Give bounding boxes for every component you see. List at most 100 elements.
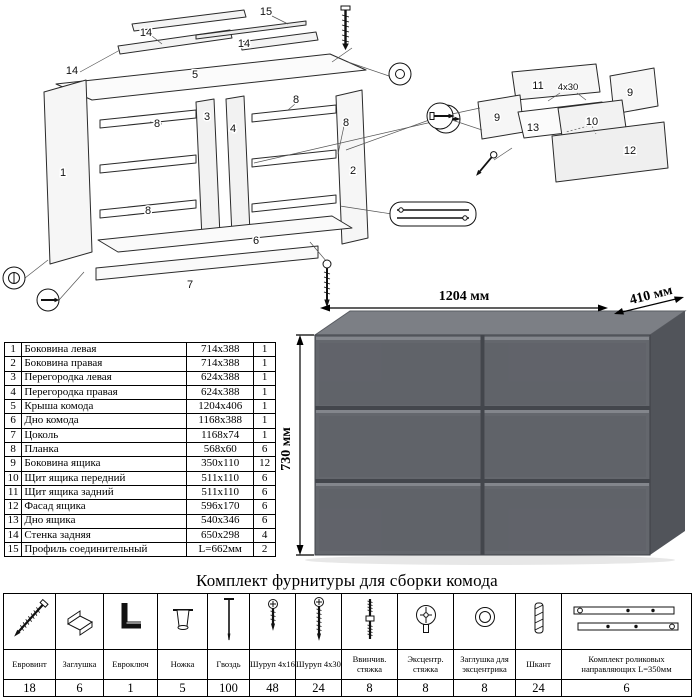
hardware-icon-cell: [55, 593, 104, 650]
hardware-icon-cell: [249, 593, 296, 650]
part-qty: 2: [253, 542, 276, 558]
hardware-icon-cell: [103, 593, 158, 650]
part-number: 15: [3, 542, 23, 558]
part-label-8: 8: [293, 94, 299, 106]
hardware-qty: 18: [3, 679, 56, 697]
hardware-name: Ножка: [157, 649, 208, 680]
part-label-8: 8: [343, 117, 349, 129]
drawer-hardware: [426, 102, 498, 176]
hardware-qty: 48: [249, 679, 296, 697]
hardware-name: Заглушка: [55, 649, 104, 680]
screw-long-icon: [313, 597, 324, 641]
part-qty: 1: [253, 370, 276, 386]
hardware-qty: 8: [341, 679, 398, 697]
part-label-5: 5: [192, 69, 198, 81]
hardware-qty: 100: [207, 679, 250, 697]
part-size: 714x388: [186, 341, 255, 358]
part-qty: 1: [253, 427, 276, 444]
part-number: 9: [3, 456, 23, 472]
part-label-8: 8: [154, 118, 160, 130]
depth-dimension: 410 мм: [614, 283, 684, 315]
part-size: 511x110: [186, 470, 255, 486]
part-number: 3: [3, 370, 23, 386]
part-name: Боковина ящика: [21, 456, 188, 472]
part-name: Профиль соединительный: [21, 542, 188, 558]
drawer-exploded-view: [477, 63, 669, 183]
part-size: 511x110: [186, 484, 255, 501]
part-name: Дно ящика: [21, 513, 188, 529]
hardware-icon-cell: [157, 593, 208, 650]
part-labels: 15 14 14 14 5 1 2 3 4 8 8 8 8 6 7: [58, 5, 357, 293]
drawer-back-panel: [511, 63, 601, 101]
screw-size-note: 4x30: [558, 82, 579, 93]
plinth: [95, 245, 319, 281]
hardware-name: Шуруп 4x30: [295, 649, 342, 680]
hardware-icon-cell: [295, 593, 342, 650]
hardware-icon-cell: [3, 593, 56, 650]
rail: [99, 109, 197, 129]
part-number: 13: [3, 513, 23, 529]
part-name: Щит ящика задний: [21, 484, 188, 501]
part-name: Боковина левая: [21, 341, 188, 358]
profile-strip: [195, 20, 307, 40]
hardware-name: Комплект роликовых направляющих L=350мм: [561, 649, 692, 680]
part-label-8: 8: [145, 205, 151, 217]
part-label-14: 14: [66, 65, 78, 77]
rail: [251, 194, 337, 213]
hardware-icons-row: [3, 593, 692, 650]
cam-callout-icon: [2, 266, 26, 290]
drawer-side-left: [477, 94, 525, 140]
part-qty: 6: [253, 470, 276, 486]
hardware-table: Евровинт Заглушка Евроключ Ножка Гвоздь …: [3, 593, 692, 697]
part-qty: 4: [253, 527, 276, 544]
cam-cap-icon: [474, 607, 495, 627]
part-name: Фасад ящика: [21, 499, 188, 515]
cap-callout-icon: [388, 62, 412, 86]
part-label-15: 15: [260, 6, 272, 18]
part-label-9: 9: [627, 87, 633, 99]
hardware-icon-cell: [515, 593, 562, 650]
part-label-13: 13: [527, 122, 539, 134]
height-dimension: 730 мм: [279, 334, 314, 556]
part-name: Перегородка левая: [21, 370, 188, 386]
part-number: 4: [3, 384, 23, 401]
slide-callout-icon: [389, 201, 477, 227]
hardware-qty: 5: [157, 679, 208, 697]
part-number: 8: [3, 442, 23, 458]
hardware-qty: 1: [103, 679, 158, 697]
part-qty: 6: [253, 442, 276, 458]
dresser-top-face: [313, 310, 687, 336]
part-size: L=662мм: [186, 542, 255, 558]
part-number: 6: [3, 413, 23, 429]
hardware-name: Ввинчив. стяжка: [341, 649, 398, 680]
part-size: 350x110: [186, 456, 255, 472]
leg-icon: [172, 609, 193, 630]
bottom-panel: [97, 215, 353, 253]
hardware-qty: 24: [515, 679, 562, 697]
hardware-name: Заглушка для эксцентрика: [453, 649, 516, 680]
part-label-9: 9: [494, 112, 500, 124]
part-name: Щит ящика передний: [21, 470, 188, 486]
rail: [99, 199, 197, 219]
partition-right: [225, 95, 251, 237]
part-number: 7: [3, 427, 23, 444]
hardware-icon-cell: [561, 593, 692, 650]
product-view: 1204 мм 410 мм 730 мм: [279, 283, 687, 565]
part-number: 1: [3, 341, 23, 358]
part-number: 10: [3, 470, 23, 486]
rail: [251, 149, 337, 168]
hardware-qty: 8: [397, 679, 454, 697]
part-label-1: 1: [60, 167, 66, 179]
part-qty: 12: [253, 456, 276, 472]
